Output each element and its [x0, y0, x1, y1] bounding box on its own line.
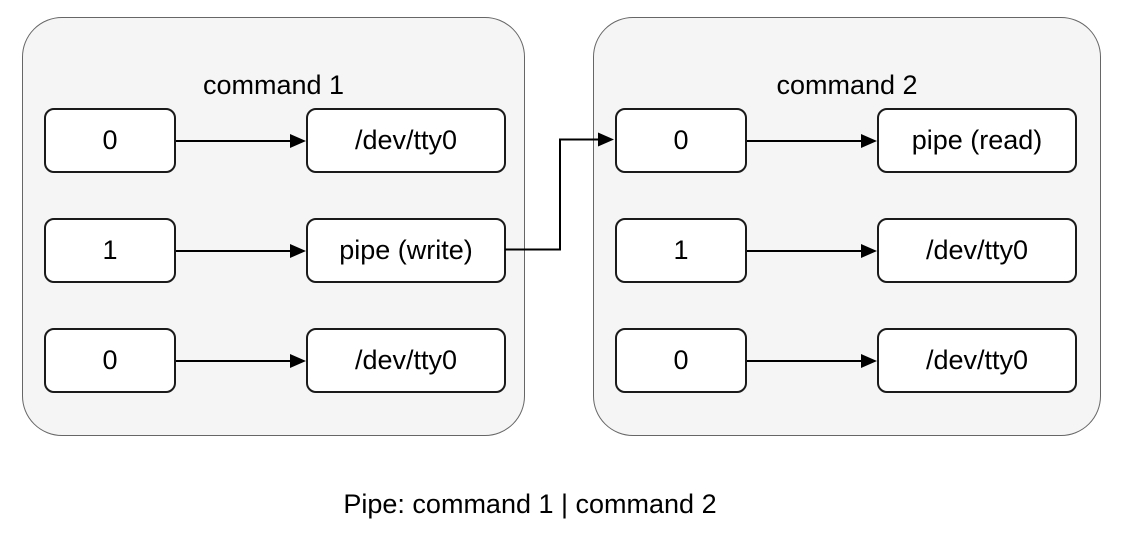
arrowhead-icon [290, 243, 306, 258]
fd-number-box: 1 [44, 218, 176, 283]
arrow-shaft [176, 359, 292, 362]
group-title: command 2 [776, 70, 918, 100]
fd-target-box: /dev/tty0 [877, 328, 1077, 393]
fd-row: 0 /dev/tty0 [594, 328, 1100, 393]
arrowhead-icon [861, 243, 877, 258]
arrow-right-icon [747, 218, 877, 283]
fd-target-box: pipe (read) [877, 108, 1077, 173]
fd-number-box: 1 [615, 218, 747, 283]
arrow-shaft [176, 249, 292, 252]
fd-target-box: /dev/tty0 [306, 108, 506, 173]
fd-number-box: 0 [44, 328, 176, 393]
fd-target-box: /dev/tty0 [306, 328, 506, 393]
fd-number-box: 0 [615, 108, 747, 173]
fd-target-box: pipe (write) [306, 218, 506, 283]
arrow-right-icon [176, 108, 306, 173]
arrowhead-icon [290, 353, 306, 368]
command2-group: command 2 0 pipe (read) 1 /dev/tty0 0 /d [593, 17, 1101, 436]
arrow-right-icon [747, 108, 877, 173]
arrow-shaft [176, 139, 292, 142]
arrow-shaft [747, 359, 863, 362]
arrow-right-icon [176, 218, 306, 283]
arrow-right-icon [747, 328, 877, 393]
fd-number-box: 0 [615, 328, 747, 393]
fd-row: 0 /dev/tty0 [23, 328, 524, 393]
fd-target-box: /dev/tty0 [877, 218, 1077, 283]
arrow-shaft [747, 249, 863, 252]
fd-row: 1 pipe (write) [23, 218, 524, 283]
arrowhead-icon [861, 353, 877, 368]
group-title: command 1 [202, 70, 345, 100]
fd-row: 0 /dev/tty0 [23, 108, 524, 173]
arrowhead-icon [861, 133, 877, 148]
command1-group: command 1 0 /dev/tty0 1 pipe (write) 0 / [22, 17, 525, 436]
fd-number-box: 0 [44, 108, 176, 173]
fd-row: 0 pipe (read) [594, 108, 1100, 173]
arrow-right-icon [176, 328, 306, 393]
arrow-shaft [747, 139, 863, 142]
diagram-caption: Pipe: command 1 | command 2 [343, 489, 717, 519]
fd-row: 1 /dev/tty0 [594, 218, 1100, 283]
arrowhead-icon [290, 133, 306, 148]
